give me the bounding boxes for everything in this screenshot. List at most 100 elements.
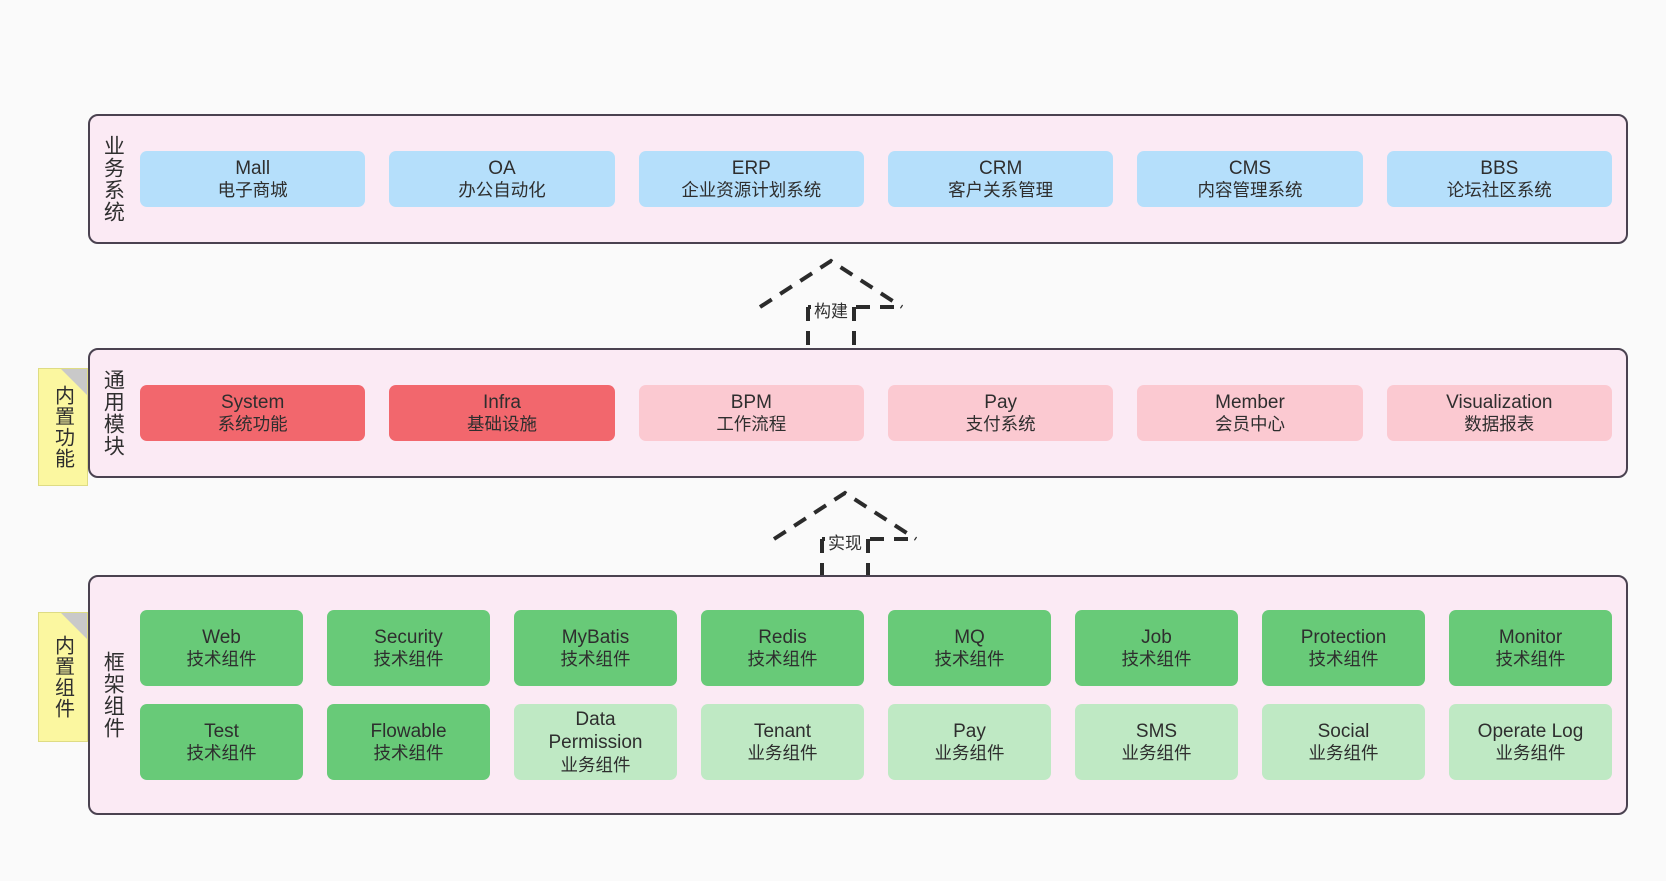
card-title-cn: 技术组件 [186,742,257,763]
card-title-cn: 业务组件 [1495,742,1566,763]
card-bbs[interactable]: BBS 论坛社区系统 [1386,150,1612,208]
card-social[interactable]: Social 业务组件 [1262,704,1425,780]
card-redis[interactable]: Redis 技术组件 [701,610,864,686]
card-member[interactable]: Member 会员中心 [1137,384,1363,442]
card-crm[interactable]: CRM 客户关系管理 [887,150,1114,208]
layer-framework-component: 框架组件 Web 技术组件 Security 技术组件 MyBatis 技术组件… [88,575,1628,815]
connector-build: 构建 [756,255,906,355]
card-title-en: CMS [1228,157,1272,179]
card-title-cn: 支付系统 [965,413,1036,434]
layer-common-module-body: System 系统功能 Infra 基础设施 BPM 工作流程 Pay 支付系统… [134,350,1626,476]
card-title-cn: 业务组件 [747,742,818,763]
card-row: Test 技术组件 Flowable 技术组件 Data Permission … [140,704,1612,780]
card-title-en: Social [1317,720,1370,742]
layer-common-module: 通用模块 System 系统功能 Infra 基础设施 BPM 工作流程 Pay… [88,348,1628,478]
card-title-cn: 论坛社区系统 [1446,179,1552,200]
card-pay-component[interactable]: Pay 业务组件 [888,704,1051,780]
card-title-cn: 会员中心 [1214,413,1285,434]
card-title-cn: 技术组件 [1121,648,1192,669]
card-title-cn: 办公自动化 [458,179,546,200]
card-title-cn: 业务组件 [1308,742,1379,763]
layer-business-system-title: 业务系统 [101,135,125,223]
card-title-en: Data Permission [548,709,643,754]
card-pay[interactable]: Pay 支付系统 [887,384,1114,442]
note-label: 内置功能 [51,385,74,469]
connector-implement: 实现 [770,487,920,587]
card-title-en: SMS [1135,720,1178,742]
card-test[interactable]: Test 技术组件 [140,704,303,780]
card-title-en: Pay [953,720,986,742]
card-title-en: OA [488,157,516,179]
card-title-cn: 系统功能 [217,413,288,434]
page-fold-icon [61,613,87,639]
card-protection[interactable]: Protection 技术组件 [1262,610,1425,686]
card-title-cn: 技术组件 [934,648,1005,669]
card-title-cn: 技术组件 [1308,648,1379,669]
card-title-en: Test [204,720,239,742]
card-title-cn: 基础设施 [466,413,537,434]
card-system[interactable]: System 系统功能 [140,384,366,442]
card-title-cn: 数据报表 [1464,413,1535,434]
card-title-en: MyBatis [561,626,630,648]
card-title-en: Redis [758,626,807,648]
card-title-en: Web [202,626,241,648]
note-builtin-function[interactable]: 内置功能 [38,368,88,486]
card-tenant[interactable]: Tenant 业务组件 [701,704,864,780]
card-row: Web 技术组件 Security 技术组件 MyBatis 技术组件 Redi… [140,610,1612,686]
card-title-cn: 技术组件 [373,648,444,669]
card-title-cn: 技术组件 [747,648,818,669]
card-title-en: Monitor [1498,626,1563,648]
card-title-cn: 技术组件 [560,648,631,669]
layer-business-system-body: Mall 电子商城 OA 办公自动化 ERP 企业资源计划系统 CRM 客户关系… [134,116,1626,242]
card-infra[interactable]: Infra 基础设施 [389,384,615,442]
connector-build-label: 构建 [811,297,851,322]
card-mybatis[interactable]: MyBatis 技术组件 [514,610,677,686]
card-title-en: Member [1215,391,1285,413]
card-operate-log[interactable]: Operate Log 业务组件 [1449,704,1612,780]
card-bpm[interactable]: BPM 工作流程 [638,384,864,442]
card-row: Mall 电子商城 OA 办公自动化 ERP 企业资源计划系统 CRM 客户关系… [140,150,1612,208]
card-data-permission[interactable]: Data Permission 业务组件 [514,704,677,780]
card-job[interactable]: Job 技术组件 [1075,610,1238,686]
card-title-cn: 客户关系管理 [948,179,1054,200]
card-title-en: Pay [984,391,1018,413]
card-title-cn: 内容管理系统 [1197,179,1303,200]
card-mall[interactable]: Mall 电子商城 [140,150,366,208]
card-title-en: BBS [1480,157,1519,179]
card-title-en: Job [1141,626,1172,648]
card-title-en: Flowable [370,720,447,742]
layer-business-system: 业务系统 Mall 电子商城 OA 办公自动化 ERP 企业资源计划系统 CRM… [88,114,1628,244]
card-security[interactable]: Security 技术组件 [327,610,490,686]
card-mq[interactable]: MQ 技术组件 [888,610,1051,686]
card-row: System 系统功能 Infra 基础设施 BPM 工作流程 Pay 支付系统… [140,384,1612,442]
card-oa[interactable]: OA 办公自动化 [389,150,615,208]
card-web[interactable]: Web 技术组件 [140,610,303,686]
card-title-en: Visualization [1446,391,1553,413]
layer-framework-component-body: Web 技术组件 Security 技术组件 MyBatis 技术组件 Redi… [134,577,1626,813]
card-title-cn: 业务组件 [934,742,1005,763]
card-visualization[interactable]: Visualization 数据报表 [1386,384,1612,442]
card-erp[interactable]: ERP 企业资源计划系统 [638,150,864,208]
card-title-cn: 业务组件 [560,754,631,775]
page-fold-icon [61,369,87,395]
card-title-cn: 企业资源计划系统 [681,179,822,200]
card-flowable[interactable]: Flowable 技术组件 [327,704,490,780]
card-title-en: Infra [482,391,521,413]
card-title-en: Tenant [753,720,812,742]
card-sms[interactable]: SMS 业务组件 [1075,704,1238,780]
card-title-cn: 技术组件 [186,648,257,669]
card-title-en: Operate Log [1477,720,1584,742]
card-title-en: System [220,391,285,413]
card-monitor[interactable]: Monitor 技术组件 [1449,610,1612,686]
connector-implement-label: 实现 [825,529,865,554]
card-title-en: Mall [235,157,271,179]
note-label: 内置组件 [51,635,74,719]
note-builtin-component[interactable]: 内置组件 [38,612,88,742]
card-title-en: BPM [730,391,772,413]
card-title-cn: 技术组件 [1495,648,1566,669]
layer-framework-component-title: 框架组件 [101,651,125,739]
card-title-cn: 电子商城 [217,179,288,200]
card-cms[interactable]: CMS 内容管理系统 [1137,150,1363,208]
card-title-en: MQ [954,626,985,648]
